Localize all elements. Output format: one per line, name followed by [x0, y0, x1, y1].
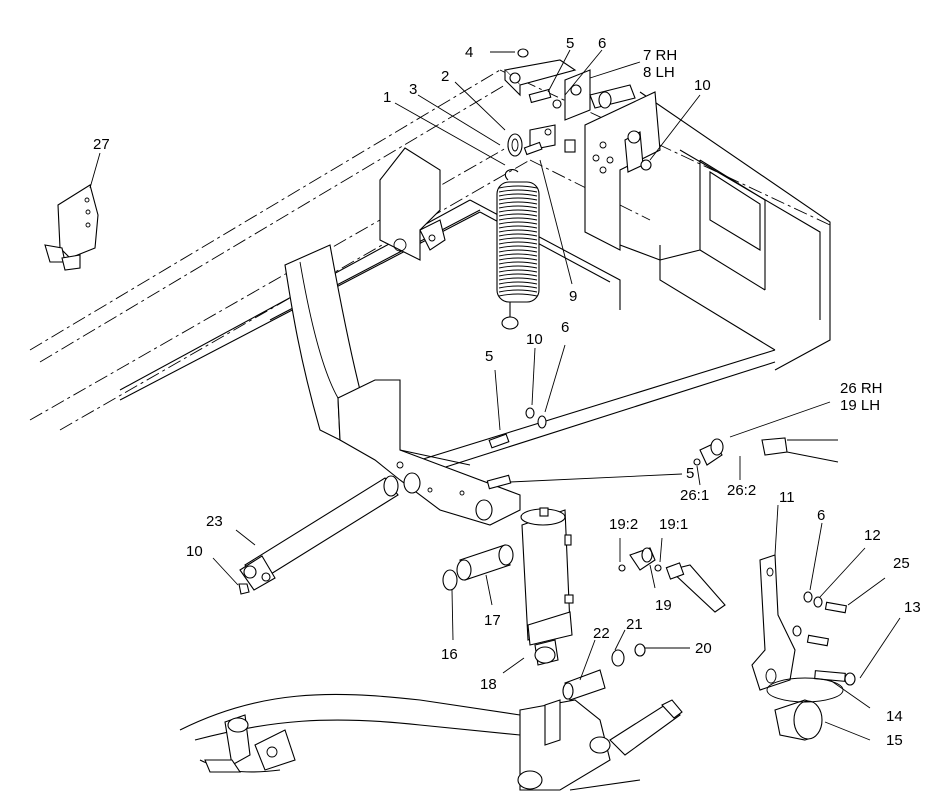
spring-coil [498, 281, 538, 285]
callout-19-1: 19:1 [659, 516, 689, 533]
bumper-bracket [751, 554, 856, 741]
callout-6: 6 [598, 35, 607, 52]
spring-coil [498, 209, 538, 213]
spring-coil [498, 241, 538, 245]
spring-coil [498, 237, 538, 241]
callout-11: 11 [779, 489, 795, 506]
callout-6-right: 6 [817, 507, 826, 524]
callout-8-lh: 8 LH [643, 64, 675, 81]
spring-coil [498, 201, 538, 205]
callout-14: 14 [886, 708, 903, 725]
link-plate-assembly [503, 48, 652, 171]
spring-coil [498, 197, 538, 201]
callout-27: 27 [93, 136, 110, 153]
callout-10-mid: 10 [526, 331, 543, 348]
callout-13: 13 [904, 599, 921, 616]
hydraulic-fittings [618, 437, 839, 613]
callout-7-rh: 7 RH [643, 47, 678, 64]
callout-2: 2 [441, 68, 450, 85]
spring-coil [498, 261, 538, 265]
spring-coil [498, 269, 538, 273]
bolts [486, 407, 547, 490]
leader-lines [89, 49, 901, 741]
callout-15: 15 [886, 732, 903, 749]
spring-coil [498, 265, 538, 269]
callout-18: 18 [480, 676, 497, 693]
callout-16: 16 [441, 646, 458, 663]
spring-coil [498, 245, 538, 249]
spring-coil [498, 221, 538, 225]
bushings-left [442, 544, 514, 591]
callout-25: 25 [893, 555, 910, 572]
callout-19: 19 [655, 597, 672, 614]
frame-outline [29, 69, 831, 473]
spring-coil [498, 189, 538, 193]
spring-coil [498, 213, 538, 217]
mounting-plate-right [584, 91, 661, 251]
spring-coil [498, 249, 538, 253]
spring-coil [498, 293, 538, 297]
frame-bracket-left [379, 147, 446, 261]
pins-right [562, 643, 646, 701]
spring-coil [498, 225, 538, 229]
callout-26-2: 26:2 [727, 482, 757, 499]
spring-coil [498, 205, 538, 209]
spring-coil [498, 185, 538, 189]
callout-9: 9 [569, 288, 578, 305]
spring-coil [498, 253, 538, 257]
callout-19-lh: 19 LH [840, 397, 881, 414]
spring-coil [498, 233, 538, 237]
callout-10-left: 10 [186, 543, 203, 560]
callout-3: 3 [409, 81, 418, 98]
spring-coil [498, 273, 538, 277]
callout-26-1: 26:1 [680, 487, 710, 504]
callout-20: 20 [695, 640, 712, 657]
callout-5-mid: 5 [485, 348, 494, 365]
lower-pivot-arm [179, 693, 683, 791]
pivot-rod [238, 475, 399, 595]
callout-21: 21 [626, 616, 643, 633]
callout-23: 23 [206, 513, 223, 530]
callout-26-rh: 26 RH [840, 380, 883, 397]
callout-17: 17 [484, 612, 501, 629]
spring-coil [498, 257, 538, 261]
spring-coil [498, 229, 538, 233]
hydraulic-cylinder [520, 507, 574, 666]
callout-12: 12 [864, 527, 881, 544]
callout-10-top: 10 [694, 77, 711, 94]
extension-spring [496, 169, 540, 330]
callout-4: 4 [465, 44, 474, 61]
callout-22: 22 [593, 625, 610, 642]
spring-coil [498, 277, 538, 281]
spring-coil [498, 217, 538, 221]
spring-coil [498, 289, 538, 293]
spring-coil [498, 193, 538, 197]
callout-1: 1 [383, 89, 392, 106]
callout-19-2: 19:2 [609, 516, 639, 533]
callout-5-low: 5 [686, 465, 695, 482]
lift-arm [284, 244, 521, 526]
callout-5: 5 [566, 35, 575, 52]
side-bracket [44, 184, 99, 271]
callout-6-mid: 6 [561, 319, 570, 336]
spring-coil [498, 285, 538, 289]
